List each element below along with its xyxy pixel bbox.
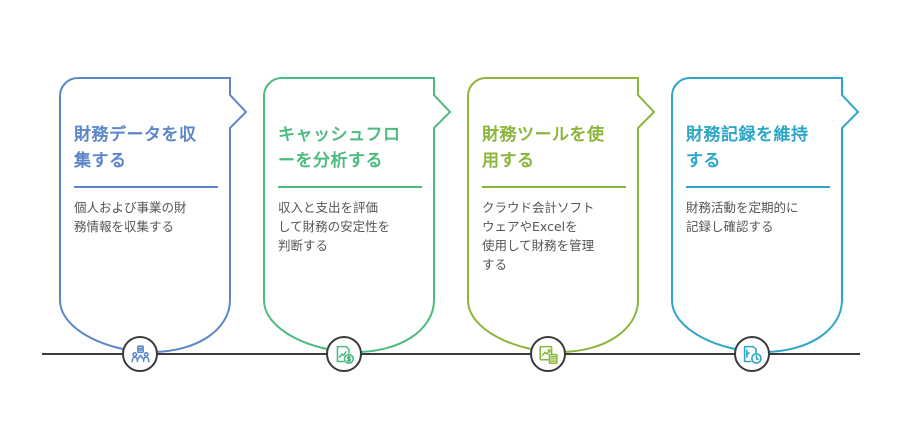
step-description: 個人および事業の財 務情報を収集する xyxy=(74,200,187,234)
step-divider xyxy=(482,186,626,188)
step-title: 財務記録を維持 する xyxy=(686,125,809,171)
timeline-line xyxy=(42,353,860,355)
timeline-node-3 xyxy=(530,336,566,372)
timeline-node-1 xyxy=(122,336,158,372)
cashflow-dollar-icon xyxy=(336,345,355,365)
step-card-1: 財務データを収 集する 個人および事業の財 務情報を収集する xyxy=(74,122,222,236)
step-card-3: 財務ツールを使 用する クラウド会計ソフト ウェアやExcelを 使用して財務を… xyxy=(482,122,630,274)
step-card-2: キャッシュフロ ーを分析する 収入と支出を評価 して財務の安定性を 判断する xyxy=(278,122,426,255)
timeline-node-4 xyxy=(734,336,770,372)
step-divider xyxy=(74,186,218,188)
step-title: キャッシュフロ ーを分析する xyxy=(278,125,401,171)
calculator-chart-icon xyxy=(539,345,558,365)
step-description: クラウド会計ソフト ウェアやExcelを 使用して財務を管理 する xyxy=(482,200,595,272)
step-description: 財務活動を定期的に 記録し確認する xyxy=(686,200,799,234)
people-data-icon xyxy=(131,345,150,363)
step-title: 財務データを収 集する xyxy=(74,125,197,171)
step-divider xyxy=(686,186,830,188)
step-divider xyxy=(278,186,422,188)
step-card-4: 財務記録を維持 する 財務活動を定期的に 記録し確認する xyxy=(686,122,834,236)
step-description: 収入と支出を評価 して財務の安定性を 判断する xyxy=(278,200,391,253)
step-title: 財務ツールを使 用する xyxy=(482,125,605,171)
record-clock-icon xyxy=(743,345,762,364)
timeline-node-2 xyxy=(326,336,362,372)
